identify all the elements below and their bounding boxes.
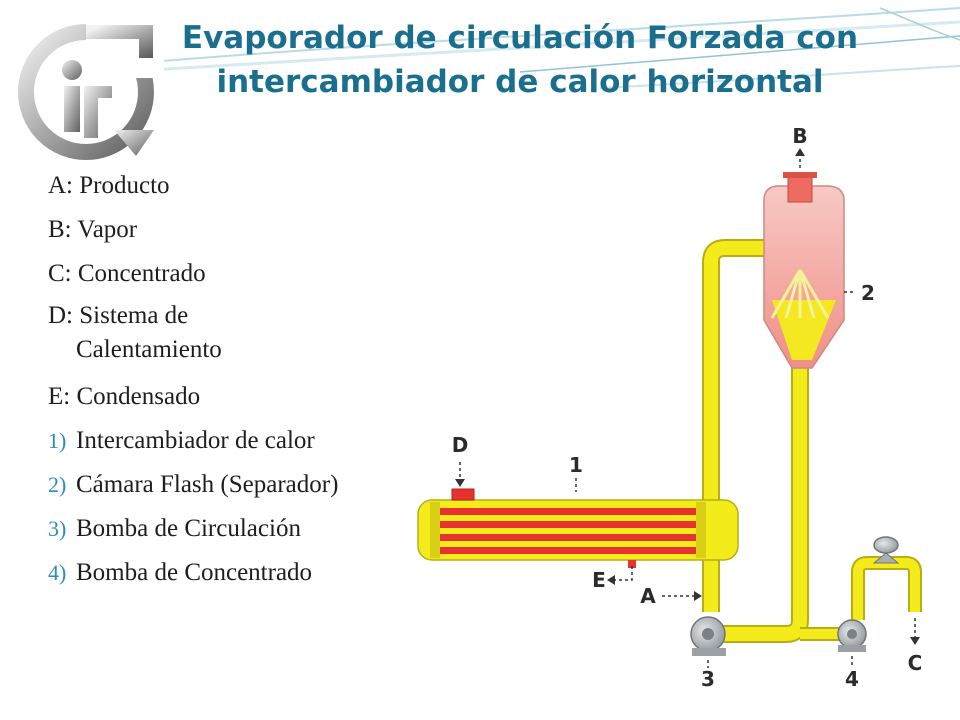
slide-title: Evaporador de circulación Forzada con in… [170, 16, 870, 104]
legend-item-a: A: Producto [48, 172, 170, 199]
legend-item-d: D: Sistema de Calentamiento [48, 299, 428, 367]
legend-item-1: 1) Intercambiador de calor [48, 419, 428, 463]
label-4: 4 [845, 667, 859, 691]
legend-text-1: Intercambiador de calor [76, 427, 315, 454]
title-line-1: Evaporador de circulación Forzada con [181, 20, 859, 56]
label-a: A [640, 584, 656, 608]
legend-number-3: 3) [48, 516, 67, 541]
legend-text-4: Bomba de Concentrado [76, 559, 313, 586]
label-d: D [452, 433, 469, 457]
pump-4-icon [837, 619, 867, 652]
label-e: E [592, 568, 606, 592]
legend-number-1: 1) [48, 428, 67, 453]
legend-item-4: 4) Bomba de Concentrado [48, 551, 428, 595]
label-b: B [792, 124, 807, 148]
it-logo-icon [18, 18, 164, 160]
legend-item-b: B: Vapor [48, 216, 138, 243]
flow-arrows [455, 148, 920, 668]
label-c: C [908, 651, 923, 675]
heat-exchanger [417, 488, 739, 568]
label-2: 2 [861, 281, 875, 305]
discharge-line [851, 556, 922, 620]
legend-item-3: 3) Bomba de Circulación [48, 507, 428, 551]
legend-number-2: 2) [48, 472, 67, 497]
label-3: 3 [701, 667, 715, 691]
title-line-2: intercambiador de calor horizontal [216, 64, 824, 100]
legend-text-3: Bomba de Circulación [76, 515, 301, 542]
legend-item-e: E: Condensado [48, 383, 201, 410]
pump-3-icon [690, 616, 726, 656]
separator-vessel [763, 172, 845, 369]
legend-item-c: C: Concentrado [48, 260, 206, 287]
legend-item-d-text: D: Sistema de [48, 302, 189, 329]
legend: A: Producto B: Vapor C: Concentrado D: S… [48, 164, 428, 595]
legend-item-2: 2) Cámara Flash (Separador) [48, 463, 428, 507]
label-1: 1 [569, 453, 583, 477]
legend-text-2: Cámara Flash (Separador) [76, 471, 339, 498]
downcomer-pipe [718, 360, 809, 643]
valve-icon [872, 536, 900, 564]
legend-number-4: 4) [48, 560, 67, 585]
evaporator-diagram: B 2 D 1 E A 3 4 C [417, 124, 923, 691]
legend-item-d-continuation: Calentamiento [76, 336, 222, 363]
